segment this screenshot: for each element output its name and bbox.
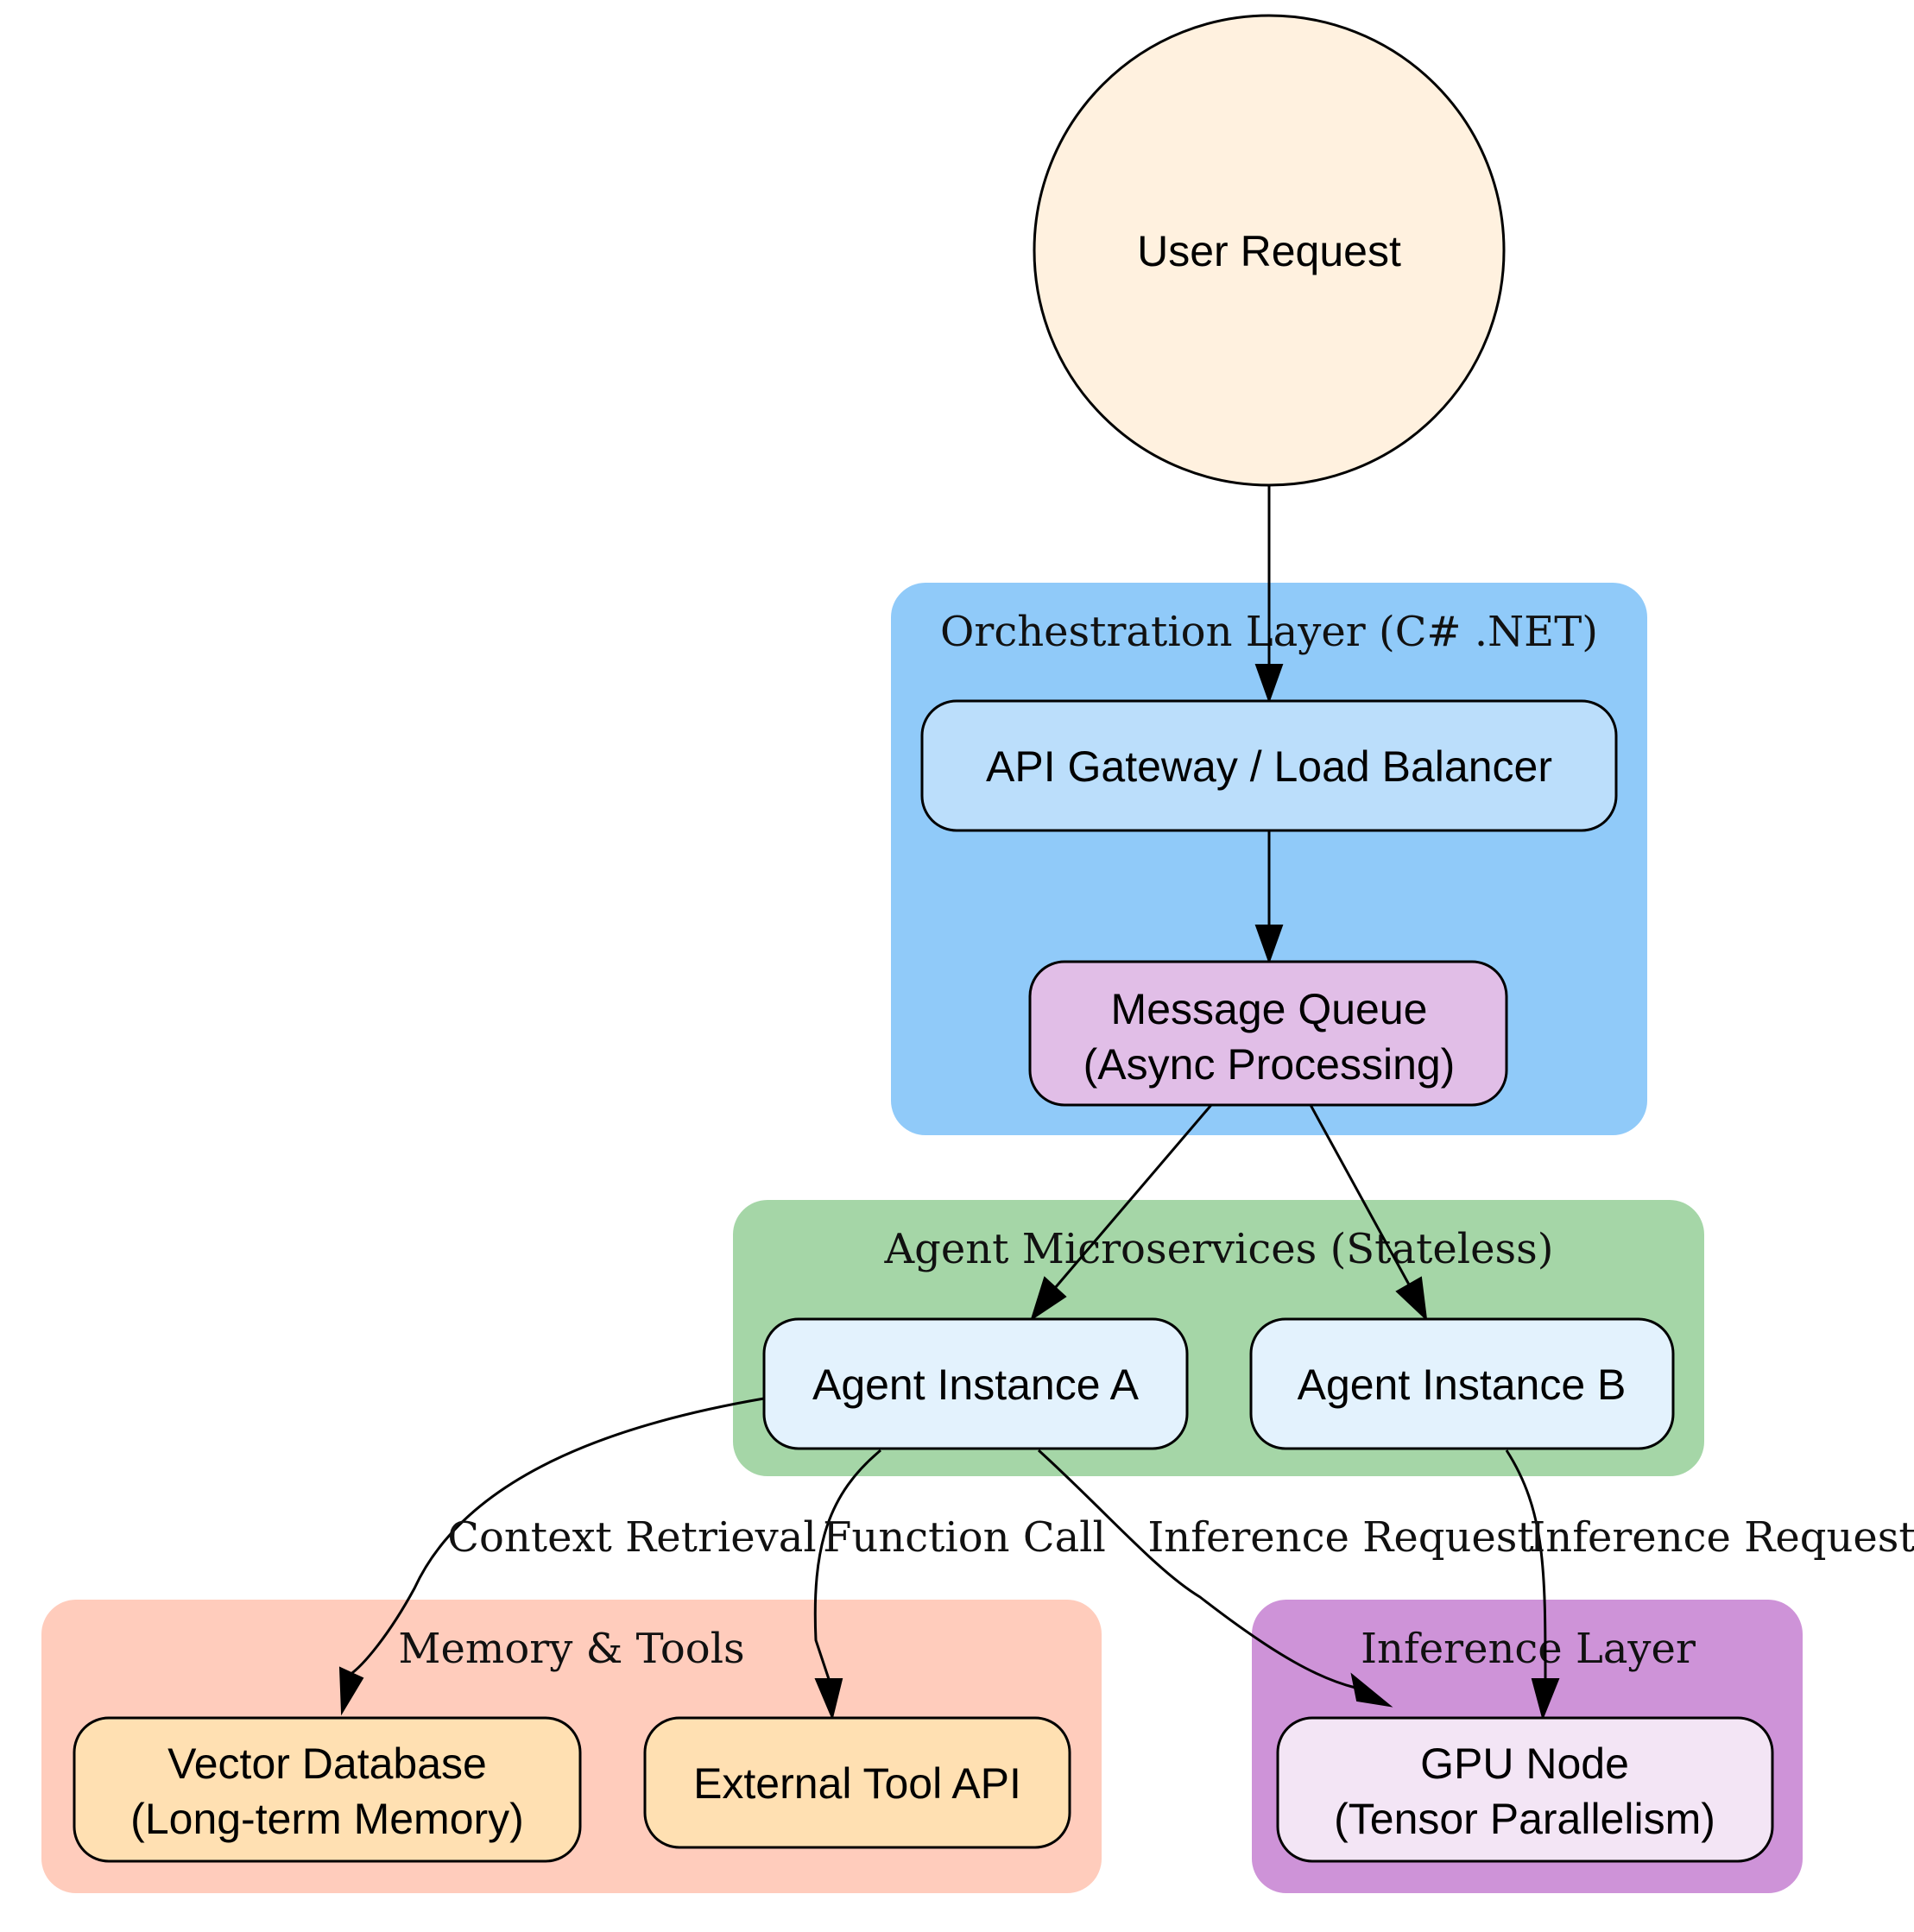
edge-inference-agent-a bbox=[1037, 1449, 1393, 1708]
node-gpu-node-line-1: GPU Node bbox=[1420, 1739, 1629, 1788]
arrowhead bbox=[1531, 1678, 1560, 1721]
node-vector-database-box bbox=[73, 1716, 582, 1863]
node-vector-database-line-1: Vector Database bbox=[167, 1739, 487, 1788]
edge-queue-to-agent-a bbox=[1030, 1104, 1213, 1322]
edge-label-context-retrieval: Context Retrieval bbox=[447, 1513, 816, 1562]
edge-label-inference-request-b: Inference Request bbox=[1529, 1513, 1914, 1562]
edge-label-function-call: Function Call bbox=[823, 1513, 1106, 1562]
arrowhead bbox=[1254, 664, 1284, 704]
node-message-queue: Message Queue (Async Processing) bbox=[1028, 960, 1508, 1107]
edge-inference-agent-b bbox=[1505, 1449, 1560, 1721]
node-gpu-node: GPU Node (Tensor Parallelism) bbox=[1276, 1716, 1774, 1863]
arrowhead bbox=[814, 1678, 843, 1721]
node-vector-database: Vector Database (Long-term Memory) bbox=[73, 1716, 582, 1863]
node-vector-database-line-2: (Long-term Memory) bbox=[130, 1795, 524, 1843]
edge-queue-to-agent-b bbox=[1309, 1104, 1428, 1322]
node-api-gateway-box bbox=[920, 699, 1618, 832]
node-external-tool-api-box bbox=[643, 1716, 1071, 1849]
arrowhead bbox=[1350, 1672, 1393, 1708]
edge-function-call bbox=[813, 1449, 881, 1721]
edge-user-to-gateway bbox=[1254, 485, 1284, 704]
edge-context-retrieval bbox=[338, 1397, 765, 1716]
cluster-agents-title: Agent Microservices (Stateless) bbox=[883, 1225, 1553, 1273]
arrowhead bbox=[1395, 1276, 1428, 1322]
node-agent-instance-a: Agent Instance A bbox=[762, 1317, 1189, 1450]
node-gpu-node-box bbox=[1276, 1716, 1774, 1863]
node-message-queue-box bbox=[1028, 960, 1508, 1107]
node-agent-instance-a-box bbox=[762, 1317, 1189, 1450]
edge-label-inference-request-a: Inference Request bbox=[1147, 1513, 1533, 1562]
node-api-gateway-label: API Gateway / Load Balancer bbox=[986, 742, 1552, 791]
cluster-inference-title: Inference Layer bbox=[1361, 1625, 1696, 1673]
arrowhead bbox=[1030, 1276, 1067, 1322]
node-external-tool-api-label: External Tool API bbox=[693, 1759, 1021, 1808]
node-user-request-label: User Request bbox=[1137, 227, 1401, 275]
arrowhead bbox=[1254, 925, 1284, 964]
node-agent-instance-a-label: Agent Instance A bbox=[812, 1361, 1140, 1409]
node-user-request: User Request bbox=[1033, 14, 1506, 487]
edge-gateway-to-queue bbox=[1254, 830, 1284, 964]
node-external-tool-api: External Tool API bbox=[643, 1716, 1071, 1849]
cluster-memory-title: Memory & Tools bbox=[398, 1625, 744, 1673]
node-agent-instance-b-box bbox=[1249, 1317, 1675, 1450]
node-api-gateway: API Gateway / Load Balancer bbox=[920, 699, 1618, 832]
node-message-queue-line-1: Message Queue bbox=[1111, 985, 1428, 1033]
node-agent-instance-b: Agent Instance B bbox=[1249, 1317, 1675, 1450]
node-user-request-shape bbox=[1033, 14, 1506, 487]
arrowhead bbox=[338, 1666, 364, 1716]
node-agent-instance-b-label: Agent Instance B bbox=[1298, 1361, 1627, 1409]
node-message-queue-line-2: (Async Processing) bbox=[1083, 1040, 1456, 1089]
node-gpu-node-line-2: (Tensor Parallelism) bbox=[1334, 1795, 1715, 1843]
